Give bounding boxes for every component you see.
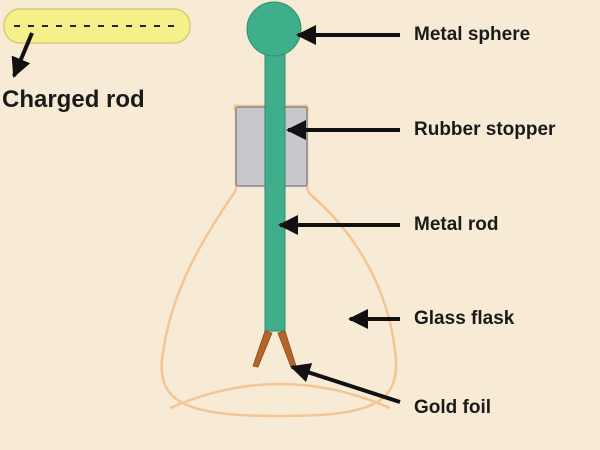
label-gold-foil: Gold foil <box>414 397 492 418</box>
metal-rod <box>264 43 286 332</box>
metal-sphere <box>246 1 302 57</box>
label-rubber-stopper: Rubber stopper <box>414 119 556 140</box>
gold-foil <box>252 330 297 368</box>
label-charged-rod: Charged rod <box>2 86 145 113</box>
label-metal-sphere: Metal sphere <box>414 24 531 45</box>
label-metal-rod: Metal rod <box>414 214 499 235</box>
arrow-icon <box>290 363 401 404</box>
arrow-icon <box>11 32 34 78</box>
label-glass-flask: Glass flask <box>414 308 515 329</box>
flask-base-rim <box>169 382 391 410</box>
charged-rod-body <box>3 8 191 44</box>
glass-flask <box>160 104 398 418</box>
charged-rod <box>3 8 191 44</box>
gold-foil-leaf-left <box>252 330 273 368</box>
gold-foil-leaf-right <box>277 330 297 368</box>
